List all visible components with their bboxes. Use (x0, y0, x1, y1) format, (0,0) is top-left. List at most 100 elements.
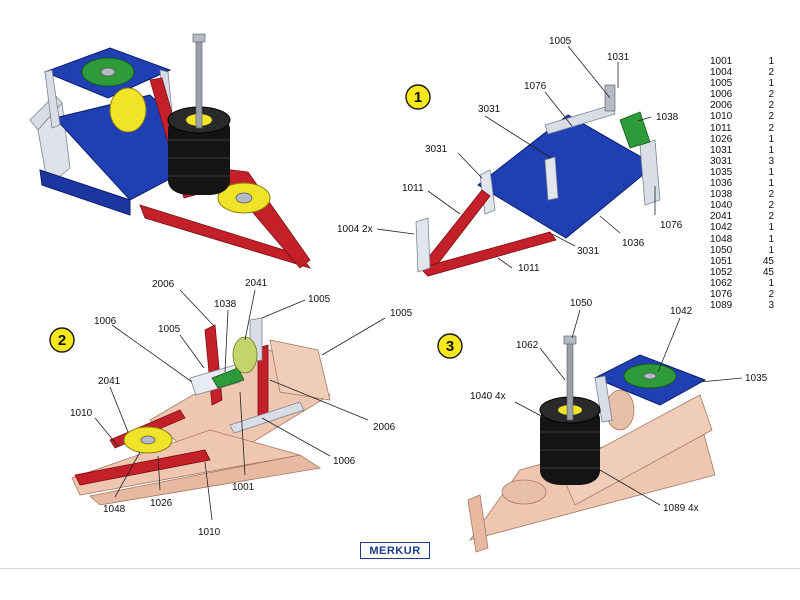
part-code: 1011 (710, 122, 732, 134)
part-code: 1010 (710, 111, 733, 123)
part-code: 1038 (710, 189, 733, 201)
label-1010-left: 1010 (70, 408, 93, 419)
label-1042: 1042 (670, 306, 693, 317)
label-3031-bottom: 3031 (577, 246, 600, 257)
footer-divider (0, 568, 800, 569)
part-code: 1026 (710, 133, 733, 145)
label-1036: 1036 (622, 238, 645, 249)
part-quantity: 1 (768, 233, 774, 245)
label-1050: 1050 (570, 298, 593, 309)
label-1040: 1040 4x (470, 391, 506, 402)
parts-list-row: 1040 2 (710, 200, 774, 211)
part-code: 1004 (710, 67, 733, 79)
label-1076-right: 1076 (660, 220, 683, 231)
part-quantity: 1 (768, 166, 774, 178)
label-1011-top: 1011 (402, 183, 424, 194)
part-code: 1089 (710, 300, 733, 312)
label-1005-top: 1005 (308, 294, 331, 305)
part-code: 1062 (710, 277, 733, 289)
brand-name: MERKUR (369, 544, 421, 557)
part-quantity: 2 (768, 288, 774, 300)
label-1005-right: 1005 (390, 308, 413, 319)
merkur-logo: MERKUR (360, 542, 430, 559)
part-code: 1050 (710, 244, 733, 256)
label-3031-top: 3031 (478, 104, 501, 115)
step-2-number: 2 (58, 332, 66, 349)
part-quantity: 45 (762, 255, 774, 267)
part-quantity: 2 (768, 200, 774, 212)
part-code: 3031 (710, 155, 733, 167)
parts-list-row: 1051 45 (710, 256, 774, 267)
part-code: 1031 (710, 144, 733, 156)
parts-list-row: 1005 1 (710, 78, 774, 89)
label-1038: 1038 (656, 112, 679, 123)
parts-list-row: 1089 3 (710, 300, 774, 311)
part-quantity: 2 (768, 89, 774, 101)
label-1062: 1062 (516, 340, 539, 351)
part-code: 1040 (710, 200, 733, 212)
label-1026: 1026 (150, 498, 173, 509)
label-1006-top: 1006 (94, 316, 117, 327)
label-1004: 1004 2x (337, 224, 373, 235)
part-quantity: 2 (768, 189, 774, 201)
part-code: 1001 (710, 56, 733, 67)
step-3-diagram: 3 (437, 298, 768, 553)
part-quantity: 1 (768, 277, 774, 289)
part-quantity: 2 (768, 100, 774, 112)
label-1048: 1048 (103, 504, 126, 515)
parts-list-row: 1048 1 (710, 234, 774, 245)
label-1031: 1031 (607, 52, 630, 63)
parts-list-row: 1010 2 (710, 111, 774, 122)
parts-list-row: 3031 3 (710, 156, 774, 167)
part-code: 1042 (710, 222, 733, 234)
part-code: 1048 (710, 233, 733, 245)
part-quantity: 2 (768, 111, 774, 123)
part-code: 2006 (710, 100, 733, 112)
part-code: 1035 (710, 166, 733, 178)
part-code: 1005 (710, 78, 733, 90)
label-1076-top: 1076 (524, 81, 547, 92)
part-quantity: 45 (762, 266, 774, 278)
label-1005-mid: 1005 (158, 324, 181, 335)
part-quantity: 1 (768, 244, 774, 256)
part-code: 1076 (710, 288, 733, 300)
parts-list-row: 1050 1 (710, 245, 774, 256)
part-code: 1051 (710, 255, 733, 267)
label-3031-left: 3031 (425, 144, 448, 155)
part-code: 1036 (710, 178, 733, 190)
label-1038-step2: 1038 (214, 299, 237, 310)
label-1006-right: 1006 (333, 456, 356, 467)
label-1035: 1035 (745, 373, 768, 384)
step-1-diagram: 1 (337, 36, 683, 277)
finished-model-illustration (29, 33, 312, 269)
label-2006-top: 2006 (152, 279, 175, 290)
parts-list-row: 1076 2 (710, 289, 774, 300)
part-quantity: 1 (768, 56, 774, 67)
label-1010-bottom: 1010 (198, 527, 221, 538)
parts-list-row: 1035 1 (710, 167, 774, 178)
label-2041-left: 2041 (98, 376, 121, 387)
parts-list-row: 1036 1 (710, 178, 774, 189)
step-3-number: 3 (446, 338, 454, 355)
label-1001: 1001 (232, 482, 255, 493)
part-quantity: 1 (768, 78, 774, 90)
label-1089: 1089 4x (663, 503, 699, 514)
part-code: 1052 (710, 266, 733, 278)
step-1-number: 1 (414, 89, 422, 106)
part-quantity: 3 (768, 155, 774, 167)
part-quantity: 1 (768, 178, 774, 190)
part-quantity: 3 (768, 300, 774, 312)
parts-list-row: 1038 2 (710, 189, 774, 200)
step-2-diagram: 2 (49, 278, 413, 538)
part-quantity: 2 (768, 211, 774, 223)
parts-list-row: 2006 2 (710, 100, 774, 111)
